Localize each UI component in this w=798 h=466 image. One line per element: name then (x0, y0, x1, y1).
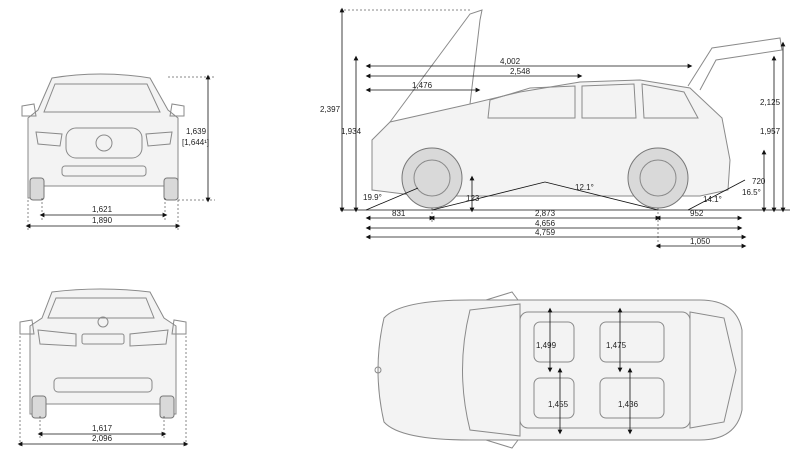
ramp-angle-line-b (544, 181, 659, 211)
rear-view: 1,617 2,096 (17, 288, 189, 448)
mercedes-star-icon (95, 134, 113, 152)
height-open-tailgate-label: 2,397 (320, 105, 341, 114)
ground-clearance-label: 123 (466, 194, 480, 203)
front-width-label: 1,890 (92, 216, 113, 225)
length-label: 4,656 (535, 219, 556, 228)
front-height-alt-label: [1,644¹] (182, 138, 209, 147)
rear-wheel (627, 147, 689, 209)
front-wheel (401, 147, 463, 209)
interior-length-label: 2,548 (510, 67, 531, 76)
rear-car-outline (19, 288, 187, 419)
front-to-seat-label: 1,476 (412, 81, 433, 90)
front-track-label: 1,621 (92, 205, 113, 214)
departure-angle-line (687, 179, 746, 211)
open-hood (389, 9, 483, 123)
departure-angle-alt-label: 16.5° (742, 188, 761, 197)
rear-width-label: 2,096 (92, 434, 113, 443)
rear-opening-label: 1,957 (760, 127, 781, 136)
load-sill-label: 720 (752, 177, 766, 186)
rear-shoulder-label: 1,475 (606, 341, 627, 350)
rear-hip-label: 1,436 (618, 400, 639, 409)
hood-length-label: 4,002 (500, 57, 521, 66)
side-car-outline (371, 9, 783, 209)
wheelbase-label: 2,873 (535, 209, 556, 218)
front-view: 1,639 [1,644¹] 1,621 1,890 (21, 73, 215, 232)
open-tailgate (687, 37, 783, 91)
mercedes-star-icon-rear (97, 316, 109, 328)
front-car-outline (21, 73, 185, 201)
approach-angle-label: 19.9° (363, 193, 382, 202)
length-alt-label: 4,759 (535, 228, 556, 237)
ramp-angle-line-a (431, 181, 546, 211)
rear-overhang-label: 952 (690, 209, 704, 218)
side-view: 2,397 1,934 2,125 1,957 720 4,002 2,548 … (320, 7, 790, 249)
approach-angle-line (365, 187, 419, 211)
top-view: 1,499 1,455 1,475 1,436 (374, 291, 743, 449)
front-hip-label: 1,455 (548, 400, 569, 409)
tailgate-reach-label: 1,050 (690, 237, 711, 246)
front-height-label: 1,639 (186, 127, 207, 136)
top-car-outline (374, 291, 743, 449)
ramp-angle-label: 12.1° (575, 183, 594, 192)
rear-track-label: 1,617 (92, 424, 113, 433)
front-shoulder-label: 1,499 (536, 341, 557, 350)
height-open-hood-label: 1,934 (341, 127, 362, 136)
front-overhang-label: 831 (392, 209, 406, 218)
tailgate-height-label: 2,125 (760, 98, 781, 107)
mercedes-star-icon-top (374, 366, 382, 374)
departure-angle-label: 14.1° (703, 195, 722, 204)
